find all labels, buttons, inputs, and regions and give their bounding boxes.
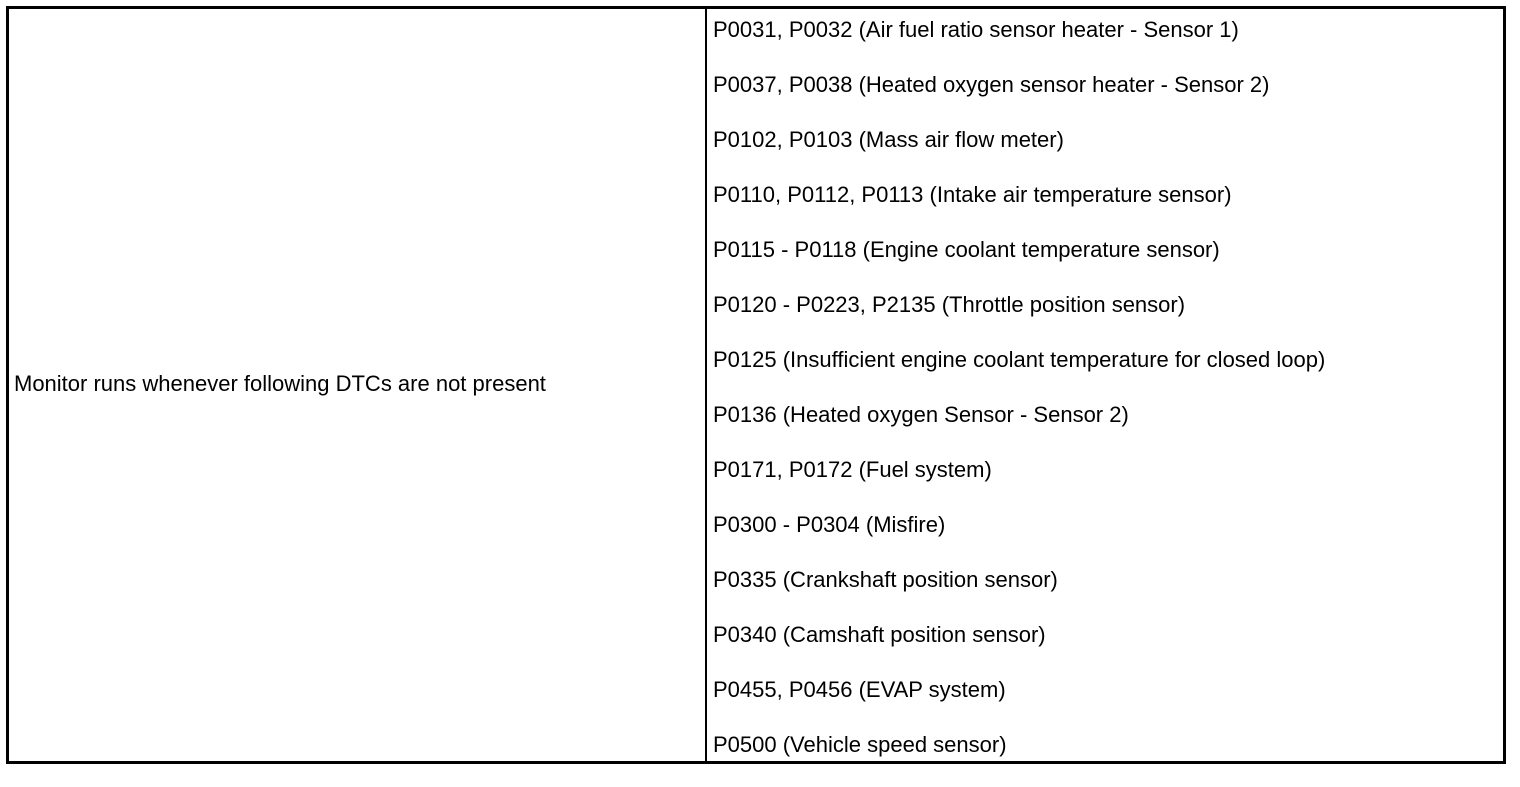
dtc-item: P0110, P0112, P0113 (Intake air temperat… bbox=[713, 182, 1232, 207]
dtc-item: P0340 (Camshaft position sensor) bbox=[713, 622, 1046, 647]
dtc-item: P0136 (Heated oxygen Sensor - Sensor 2) bbox=[713, 402, 1129, 427]
dtc-item: P0455, P0456 (EVAP system) bbox=[713, 677, 1006, 702]
dtc-item: P0037, P0038 (Heated oxygen sensor heate… bbox=[713, 72, 1270, 97]
dtc-item: P0102, P0103 (Mass air flow meter) bbox=[713, 127, 1064, 152]
dtc-item: P0125 (Insufficient engine coolant tempe… bbox=[713, 347, 1326, 372]
condition-text: Monitor runs whenever following DTCs are… bbox=[14, 371, 546, 396]
condition-cell: Monitor runs whenever following DTCs are… bbox=[9, 9, 707, 761]
dtc-item: P0171, P0172 (Fuel system) bbox=[713, 457, 992, 482]
dtc-conditions-table: Monitor runs whenever following DTCs are… bbox=[6, 6, 1506, 764]
dtc-item: P0300 - P0304 (Misfire) bbox=[713, 512, 946, 537]
dtc-item: P0115 - P0118 (Engine coolant temperatur… bbox=[713, 237, 1220, 262]
dtc-item: P0120 - P0223, P2135 (Throttle position … bbox=[713, 292, 1186, 317]
dtc-item: P0335 (Crankshaft position sensor) bbox=[713, 567, 1058, 592]
dtc-list-cell: P0031, P0032 (Air fuel ratio sensor heat… bbox=[707, 9, 1503, 761]
dtc-item: P0500 (Vehicle speed sensor) bbox=[713, 732, 1007, 757]
dtc-list: P0031, P0032 (Air fuel ratio sensor heat… bbox=[713, 17, 1325, 787]
dtc-item: P0031, P0032 (Air fuel ratio sensor heat… bbox=[713, 17, 1239, 42]
